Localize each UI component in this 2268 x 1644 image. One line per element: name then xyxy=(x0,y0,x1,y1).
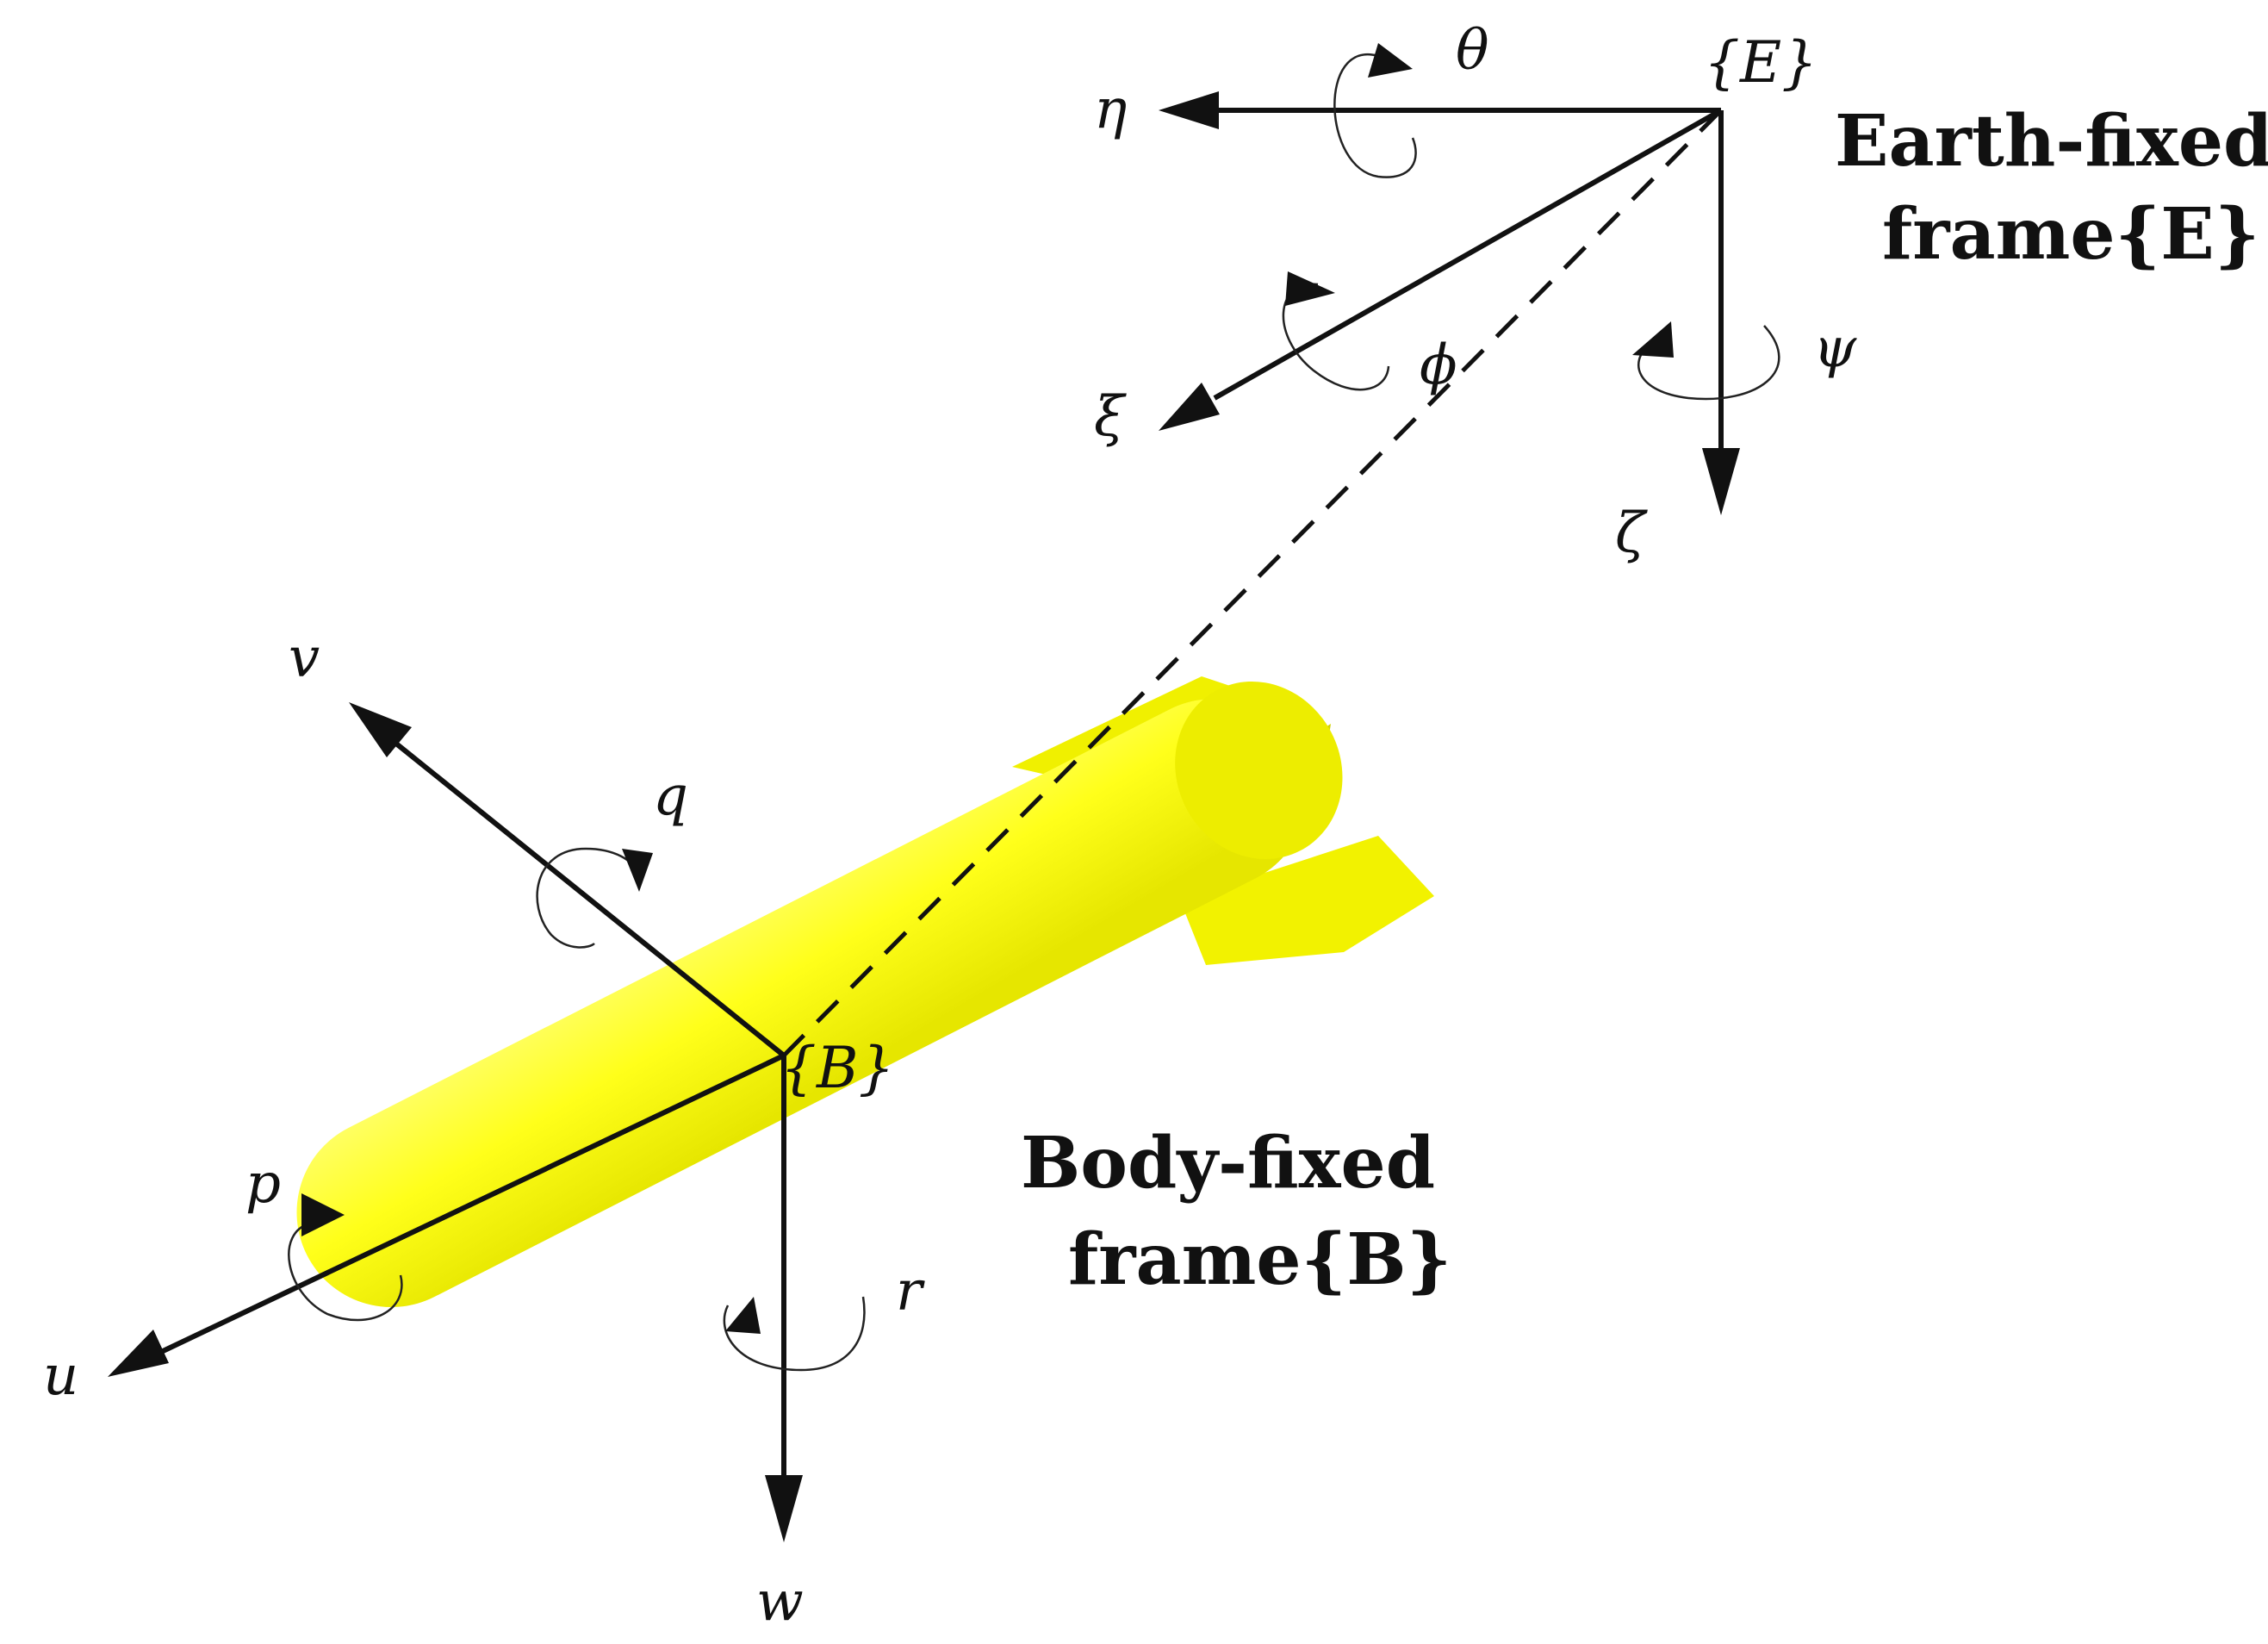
q-rotation-icon xyxy=(536,847,653,949)
r-rotation-icon xyxy=(723,1296,866,1372)
p-rotation-icon xyxy=(288,1193,403,1322)
body-frame-title-line1: Body-fixed xyxy=(1021,1122,1435,1205)
body-origin-label: {B} xyxy=(780,1035,894,1101)
w-arrowhead xyxy=(765,1475,803,1542)
body-frame-title-line2: frame{B} xyxy=(1068,1218,1451,1301)
eta-label: η xyxy=(1094,78,1127,141)
xi-axis xyxy=(1213,108,1723,401)
psi-label: ψ xyxy=(1813,316,1857,380)
u-axis xyxy=(158,1053,786,1355)
xi-label: ξ xyxy=(1094,385,1127,449)
phi-rotation-icon xyxy=(1282,271,1390,391)
v-axis xyxy=(386,734,786,1058)
xi-arrowhead xyxy=(1159,383,1220,431)
zeta-arrowhead xyxy=(1702,448,1740,515)
theta-rotation-icon xyxy=(1333,43,1417,178)
hull-tail xyxy=(1175,681,1343,860)
earth-origin-label: {E} xyxy=(1704,29,1818,96)
underwater-vehicle-icon xyxy=(296,676,1434,1307)
v-arrowhead xyxy=(349,702,412,757)
phi-label: ϕ xyxy=(1420,333,1457,397)
earth-frame-title-line2: frame{E} xyxy=(1882,193,2260,276)
u-arrowhead xyxy=(108,1330,169,1377)
position-vector xyxy=(782,109,1723,1057)
earth-frame-title-line1: Earth-fixed xyxy=(1835,100,2268,183)
v-label: v xyxy=(289,626,320,690)
earth-frame: {E} η ξ ζ θ ϕ ψ Earth-fixed frame{E} xyxy=(782,19,2268,1057)
eta-arrowhead xyxy=(1159,91,1219,129)
u-label: u xyxy=(43,1344,78,1408)
body-frame: {B} v u w q p r Body-fixed frame{B} xyxy=(43,626,1451,1634)
zeta-label: ζ xyxy=(1615,501,1648,565)
p-label: p xyxy=(245,1152,281,1216)
theta-label: θ xyxy=(1456,19,1489,83)
vehicle-hull xyxy=(296,699,1308,1307)
w-label: w xyxy=(756,1570,804,1634)
q-label: q xyxy=(653,764,688,828)
r-label: r xyxy=(896,1260,925,1323)
psi-rotation-icon xyxy=(1632,321,1780,401)
lower-fin xyxy=(1180,836,1434,965)
